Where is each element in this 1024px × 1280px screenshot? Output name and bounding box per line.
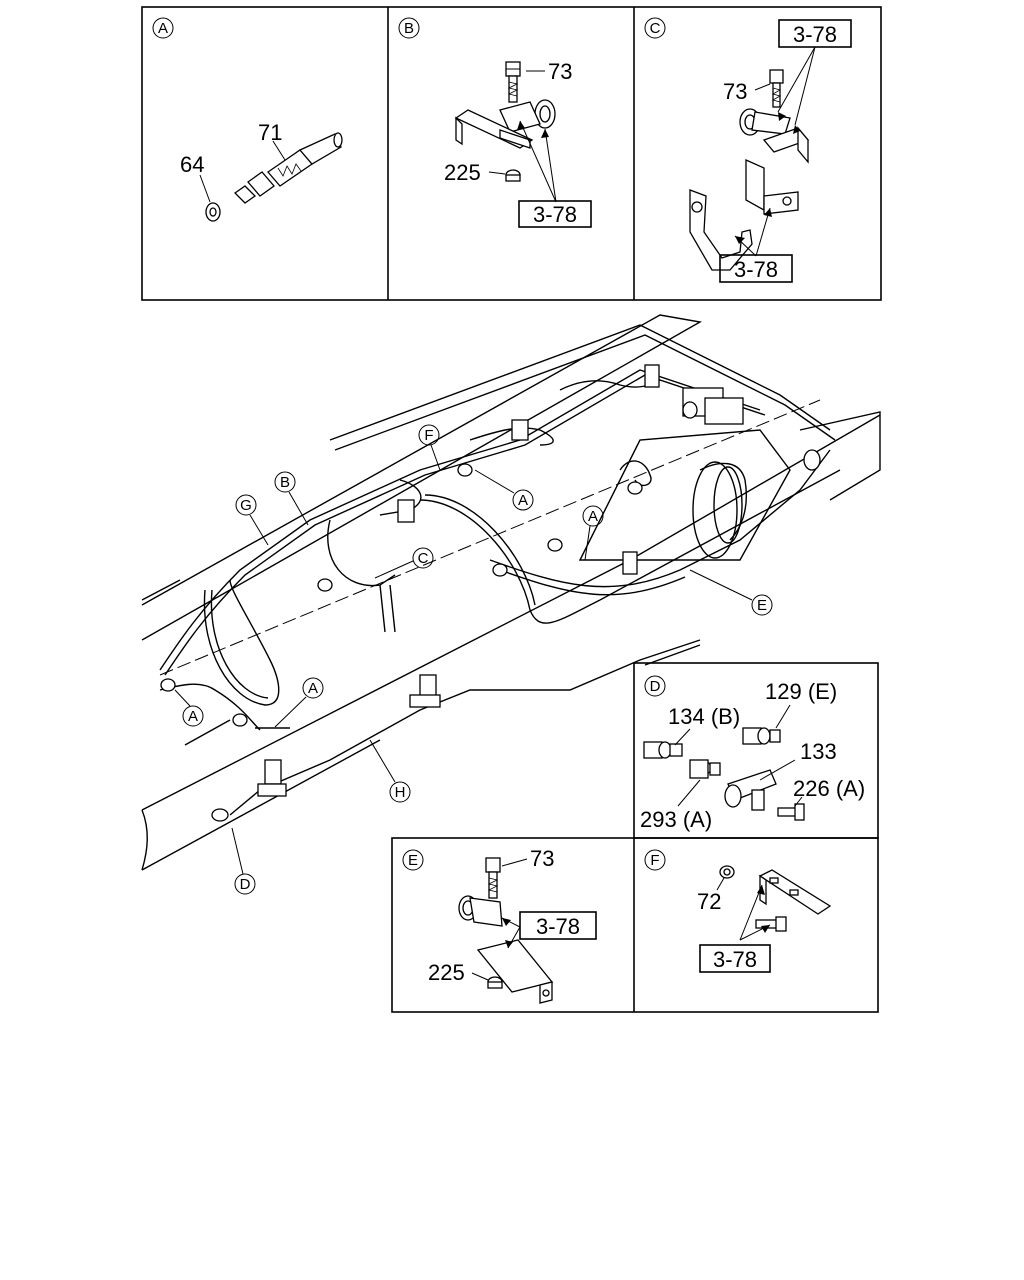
bolt-73-drawing <box>505 61 521 103</box>
panel-e-letter: E <box>402 849 424 871</box>
fitting-129-drawing <box>742 727 781 745</box>
bracket-drawing <box>758 869 832 915</box>
svg-text:D: D <box>240 876 251 893</box>
svg-text:F: F <box>650 852 659 869</box>
panel-a-letter: A <box>152 17 174 39</box>
ref-3-78: 3-78 <box>536 914 580 939</box>
callout-e: E <box>689 569 773 616</box>
fitting-134-drawing <box>643 741 683 759</box>
panel-b-letter: B <box>398 17 420 39</box>
svg-text:G: G <box>240 497 252 514</box>
ref-3-78: 3-78 <box>533 202 577 227</box>
svg-text:B: B <box>280 474 290 491</box>
label-73: 73 <box>530 846 554 871</box>
svg-text:E: E <box>757 597 767 614</box>
svg-text:A: A <box>158 20 168 37</box>
valve-group <box>160 364 821 822</box>
panel-f-letter: F <box>644 849 666 871</box>
label-129-e: 129 (E) <box>765 679 837 704</box>
callout-b: B <box>274 471 309 526</box>
panel-c: C 3-78 73 <box>644 17 852 283</box>
svg-text:A: A <box>588 508 598 525</box>
svg-text:E: E <box>408 852 418 869</box>
main-callouts: F A G B A C E <box>174 424 773 895</box>
svg-text:A: A <box>308 680 318 697</box>
bolt-73-drawing <box>769 69 784 108</box>
label-72: 72 <box>697 889 721 914</box>
svg-text:D: D <box>650 678 661 695</box>
callout-h: H <box>369 739 411 803</box>
top-panel-frame <box>141 6 882 301</box>
bolt-73-drawing <box>485 857 501 899</box>
label-293-a: 293 (A) <box>640 807 712 832</box>
callout-g: G <box>235 494 269 546</box>
callout-c: C <box>374 547 434 579</box>
clamp-drawing <box>499 99 556 133</box>
hose-fitting-71-drawing <box>233 132 343 204</box>
panel-d-letter: D <box>644 675 666 697</box>
label-226-a: 226 (A) <box>793 776 865 801</box>
panel-f: F 72 3-78 <box>644 849 832 973</box>
callout-a-2: A <box>582 505 604 561</box>
label-71: 71 <box>258 120 282 145</box>
svg-text:A: A <box>188 708 198 725</box>
bottom-panel-frame <box>391 837 879 1013</box>
label-64: 64 <box>180 152 204 177</box>
panel-d: D 129 (E) 134 <box>633 662 879 839</box>
label-225: 225 <box>428 960 465 985</box>
bolt-226-drawing <box>777 803 805 821</box>
callout-f: F <box>418 424 441 471</box>
callout-a-4: A <box>174 689 204 727</box>
panel-e: E 73 3-78 225 <box>402 846 597 1004</box>
ref-3-78: 3-78 <box>713 947 757 972</box>
bracket-drawing <box>689 126 810 271</box>
label-133: 133 <box>800 739 837 764</box>
bolt-drawing <box>755 916 787 932</box>
clamp-drawing <box>458 895 503 927</box>
svg-text:C: C <box>418 550 429 567</box>
label-134-b: 134 (B) <box>668 704 740 729</box>
ref-3-78-top: 3-78 <box>793 22 837 47</box>
callout-a-3: A <box>274 677 324 728</box>
label-73: 73 <box>548 59 572 84</box>
panel-a: A 64 71 <box>152 17 343 222</box>
bracket-drawing <box>454 109 534 149</box>
chassis-drawing <box>141 314 881 871</box>
bracket-drawing <box>476 939 554 1004</box>
svg-text:F: F <box>424 427 433 444</box>
svg-text:C: C <box>650 20 661 37</box>
label-225: 225 <box>444 160 481 185</box>
ref-3-78-bottom: 3-78 <box>734 257 778 282</box>
tee-133-drawing <box>724 769 777 811</box>
nut-72-drawing <box>719 865 735 879</box>
panel-b: B 73 225 3-78 <box>398 17 592 228</box>
callout-a-1: A <box>474 469 534 511</box>
svg-text:B: B <box>404 20 414 37</box>
nut-225-drawing <box>487 976 503 989</box>
callout-d: D <box>231 827 256 895</box>
fitting-293-drawing <box>689 759 721 779</box>
svg-text:A: A <box>518 492 528 509</box>
label-73: 73 <box>723 79 747 104</box>
panel-c-letter: C <box>644 17 666 39</box>
svg-text:H: H <box>395 784 406 801</box>
washer-64-drawing <box>205 202 221 222</box>
clamp-drawing <box>739 108 791 136</box>
nut-225-drawing <box>505 169 521 182</box>
